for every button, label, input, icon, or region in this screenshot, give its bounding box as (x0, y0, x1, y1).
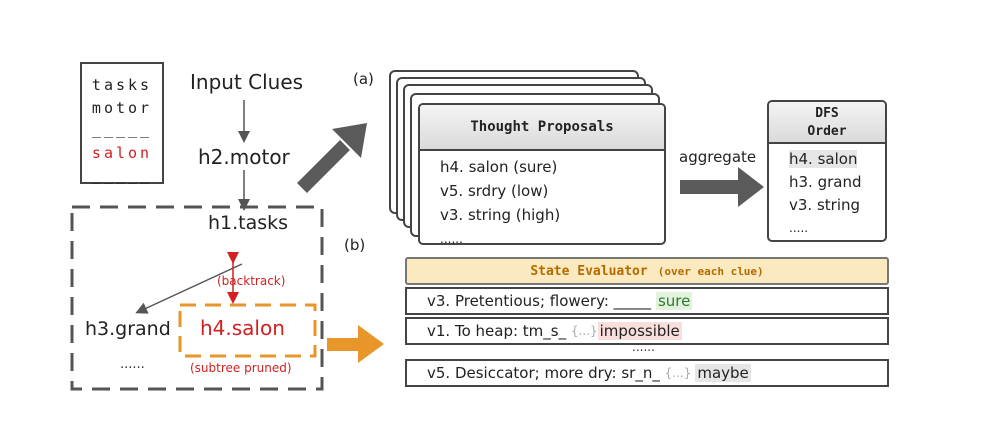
evaluator-row-text: v1. To heap: tm_s_ (427, 322, 571, 340)
evaluator-verdict-sure: sure (655, 292, 693, 310)
node-h4-salon: h4.salon (200, 316, 285, 340)
evaluator-inline-ellipsis: {...} (570, 324, 598, 338)
thought-proposals-title: Thought Proposals (420, 105, 664, 151)
dfs-list: h4. salon h3. grand v3. string ..... (769, 144, 885, 240)
thought-proposals-card: Thought Proposals h4. salon (sure) v5. s… (418, 103, 666, 245)
backtrack-label: (backtrack) (217, 274, 286, 288)
grid-line-salon: salon (91, 144, 153, 162)
grid-line-blank-1: _____ (91, 120, 153, 138)
evaluator-row: v1. To heap: tm_s_ {...} impossible (405, 317, 889, 345)
evaluator-row-text: v5. Desiccator; more dry: sr_n_ (427, 364, 665, 382)
state-evaluator-subtitle: (over each clue) (657, 264, 764, 278)
dfs-item: h3. grand (789, 173, 862, 191)
aggregate-label: aggregate (679, 148, 757, 166)
tree-dashed-frame (70, 205, 324, 391)
node-h1-tasks: h1.tasks (208, 212, 289, 234)
state-evaluator-header: State Evaluator (over each clue) (405, 257, 889, 285)
evaluator-inline-ellipsis: {...} (664, 366, 692, 380)
proposal-list: h4. salon (sure) v5. srdry (low) v3. str… (420, 151, 664, 245)
proposal-item: h4. salon (sure) (440, 158, 558, 176)
crossword-grid-box: tasks motor _____ salon _____ (80, 62, 164, 184)
evaluator-gap-ellipsis: ...... (632, 340, 655, 354)
arrow-h1-to-h3 (135, 263, 243, 314)
proposal-item: ...... (440, 232, 463, 245)
evaluator-row-text: v3. Pretentious; flowery: _____ (427, 292, 656, 310)
grid-line-blank-2: _____ (91, 166, 153, 184)
proposal-item: v3. string (high) (440, 206, 561, 224)
aggregate-big-arrow (680, 167, 764, 207)
dfs-order-card: DFS Order h4. salon h3. grand v3. string… (767, 100, 887, 242)
evaluator-row: v5. Desiccator; more dry: sr_n_ {...} ma… (405, 359, 889, 387)
grid-line-motor: motor (91, 99, 153, 117)
grid-line-tasks: tasks (91, 76, 153, 94)
evaluator-verdict-maybe: maybe (695, 364, 751, 382)
dfs-item: h4. salon (789, 150, 858, 168)
orange-big-arrow (327, 325, 384, 363)
evaluator-verdict-impossible: impossible (597, 322, 682, 340)
evaluator-row: v3. Pretentious; flowery: _____ sure (405, 287, 889, 315)
dfs-item: v3. string (789, 196, 861, 214)
pruned-dashed-box (178, 303, 317, 358)
dfs-order-title: DFS Order (769, 102, 885, 144)
tag-a: (a) (353, 70, 374, 88)
dfs-item: ..... (789, 221, 809, 235)
diagonal-big-arrow (297, 123, 367, 193)
tree-more-ellipsis: ...... (120, 357, 145, 372)
tag-b: (b) (344, 236, 366, 254)
dfs-title-line-2: Order (807, 124, 847, 139)
state-evaluator-title: State Evaluator (530, 263, 648, 279)
subtree-pruned-label: (subtree pruned) (190, 361, 292, 375)
dfs-title-line-1: DFS (815, 106, 839, 121)
node-h3-grand: h3.grand (85, 318, 171, 340)
node-h2-motor: h2.motor (198, 145, 290, 169)
proposal-item: v5. srdry (low) (440, 182, 549, 200)
input-clues-label: Input Clues (190, 70, 304, 94)
